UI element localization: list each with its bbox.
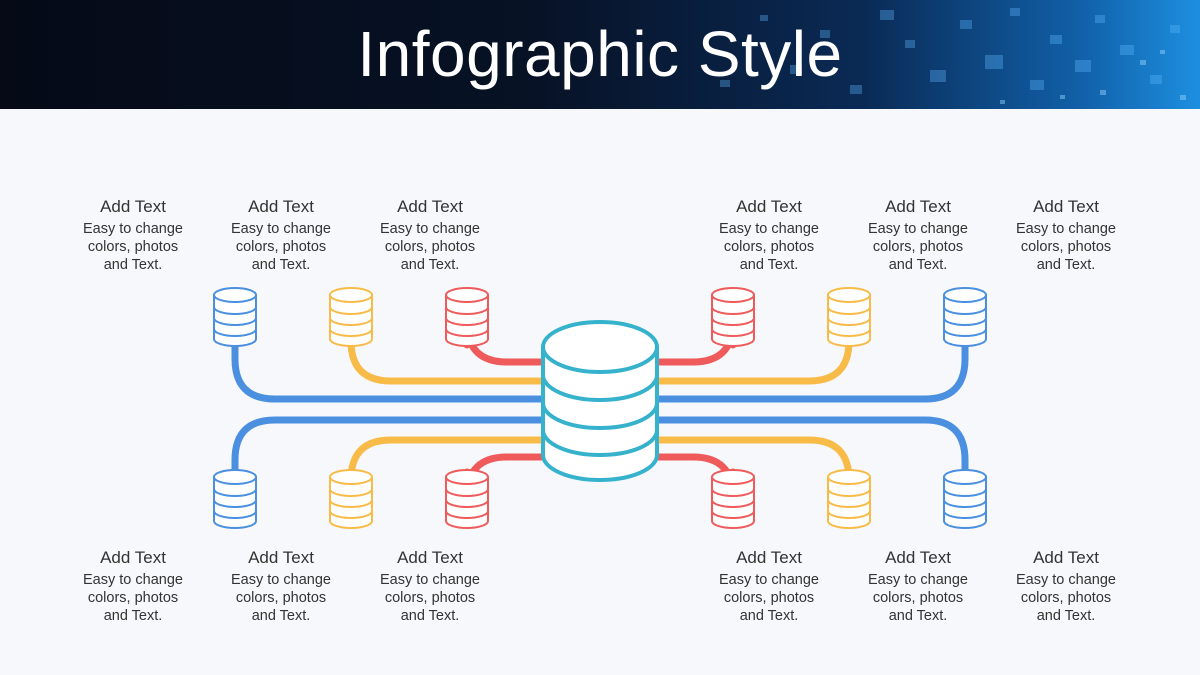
database-icon — [943, 469, 987, 529]
database-icon — [711, 469, 755, 529]
label-line: colors, photos — [235, 239, 327, 255]
connector-line — [231, 341, 549, 403]
label-line: and Text. — [251, 608, 311, 624]
label-line: colors, photos — [384, 239, 476, 255]
label-line: Easy to change — [83, 221, 183, 237]
label-line: Easy to change — [868, 572, 968, 588]
label-heading: Add Text — [885, 197, 951, 216]
label-heading: Add Text — [100, 548, 166, 567]
label-line: colors, photos — [235, 590, 327, 606]
label-line: Easy to change — [380, 572, 480, 588]
label-line: and Text. — [739, 608, 799, 624]
label-line: colors, photos — [872, 239, 964, 255]
label-line: Easy to change — [231, 572, 331, 588]
connector-line — [651, 341, 969, 403]
database-icon — [827, 287, 871, 347]
database-icon — [943, 287, 987, 347]
label-heading: Add Text — [100, 197, 166, 216]
label-line: and Text. — [888, 257, 948, 273]
slide-title: Infographic Style — [357, 18, 843, 90]
label-line: Easy to change — [868, 221, 968, 237]
center-database-icon — [541, 320, 659, 482]
label-line: and Text. — [251, 257, 311, 273]
label-line: colors, photos — [723, 590, 815, 606]
label-line: Easy to change — [83, 572, 183, 588]
label-line: and Text. — [1036, 257, 1096, 273]
label-line: colors, photos — [87, 590, 179, 606]
database-icon — [213, 287, 257, 347]
label-line: and Text. — [400, 608, 460, 624]
label-line: Easy to change — [719, 572, 819, 588]
label-line: and Text. — [888, 608, 948, 624]
label-heading: Add Text — [397, 197, 463, 216]
database-icon — [329, 469, 373, 529]
label-line: Easy to change — [719, 221, 819, 237]
database-icon — [329, 287, 373, 347]
label-top-1: Add Text Easy to change colors, photos a… — [58, 196, 208, 274]
label-line: colors, photos — [87, 239, 179, 255]
label-line: colors, photos — [1020, 590, 1112, 606]
label-line: and Text. — [400, 257, 460, 273]
connector-line — [651, 416, 969, 476]
label-heading: Add Text — [397, 548, 463, 567]
header-banner: Infographic Style — [0, 0, 1200, 109]
label-line: Easy to change — [1016, 221, 1116, 237]
database-icon — [445, 287, 489, 347]
connector-line — [231, 416, 549, 476]
label-heading: Add Text — [736, 197, 802, 216]
label-bottom-6: Add Text Easy to change colors, photos a… — [991, 547, 1141, 625]
label-line: colors, photos — [872, 590, 964, 606]
small-databases — [213, 287, 987, 529]
database-icon — [213, 469, 257, 529]
label-line: and Text. — [739, 257, 799, 273]
label-line: colors, photos — [1020, 239, 1112, 255]
label-heading: Add Text — [1033, 548, 1099, 567]
label-top-2: Add Text Easy to change colors, photos a… — [206, 196, 356, 274]
label-heading: Add Text — [736, 548, 802, 567]
label-line: and Text. — [103, 608, 163, 624]
database-network-diagram — [213, 287, 987, 529]
label-heading: Add Text — [248, 548, 314, 567]
label-line: Easy to change — [380, 221, 480, 237]
label-heading: Add Text — [885, 548, 951, 567]
label-bottom-2: Add Text Easy to change colors, photos a… — [206, 547, 356, 625]
label-heading: Add Text — [248, 197, 314, 216]
label-bottom-3: Add Text Easy to change colors, photos a… — [355, 547, 505, 625]
label-line: and Text. — [103, 257, 163, 273]
label-line: and Text. — [1036, 608, 1096, 624]
database-icon — [827, 469, 871, 529]
database-icon — [711, 287, 755, 347]
label-line: Easy to change — [1016, 572, 1116, 588]
label-bottom-4: Add Text Easy to change colors, photos a… — [694, 547, 844, 625]
label-heading: Add Text — [1033, 197, 1099, 216]
label-top-6: Add Text Easy to change colors, photos a… — [991, 196, 1141, 274]
database-icon — [445, 469, 489, 529]
label-top-3: Add Text Easy to change colors, photos a… — [355, 196, 505, 274]
label-line: Easy to change — [231, 221, 331, 237]
label-top-5: Add Text Easy to change colors, photos a… — [843, 196, 993, 274]
label-line: colors, photos — [384, 590, 476, 606]
connector-lines — [231, 321, 969, 498]
label-bottom-1: Add Text Easy to change colors, photos a… — [58, 547, 208, 625]
banner-tech-background — [720, 8, 1186, 104]
label-bottom-5: Add Text Easy to change colors, photos a… — [843, 547, 993, 625]
label-line: colors, photos — [723, 239, 815, 255]
label-top-4: Add Text Easy to change colors, photos a… — [694, 196, 844, 274]
